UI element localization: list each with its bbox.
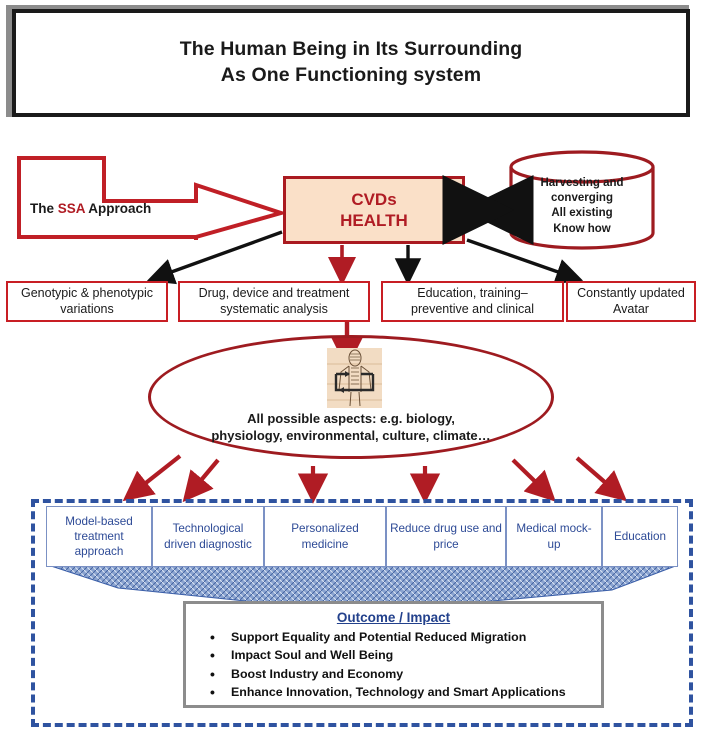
pillar-box-education: Education, training– preventive and clin…	[381, 281, 564, 322]
pillar-box-genotypic: Genotypic & phenotypic variations	[6, 281, 168, 322]
cylinder-line-3: All existing	[551, 207, 613, 220]
ssa-label-prefix: The	[30, 201, 58, 216]
outcome-impact-title: Outcome / Impact	[336, 610, 451, 625]
outcomes-container	[31, 499, 693, 727]
cylinder-line-2: converging	[551, 192, 613, 205]
arrow-ellipse-to-output-5	[511, 458, 556, 502]
pillar-box-drug: Drug, device and treatment systematic an…	[178, 281, 370, 322]
aspects-caption-line-1: All possible aspects: e.g. biology,	[247, 411, 455, 426]
outcome-item: Boost Industry and Economy	[210, 664, 593, 685]
cylinder-shape	[509, 150, 655, 250]
output-box-technological: Technological driven diagnostic	[152, 506, 264, 567]
ssa-label-suffix: Approach	[85, 201, 152, 216]
pillar-box-avatar: Constantly updated Avatar	[566, 281, 696, 322]
arrow-ellipse-to-output-6	[575, 456, 628, 502]
output-box-personalized: Personalized medicine	[264, 506, 386, 567]
outcome-impact-list: Support Equality and Potential Reduced M…	[194, 627, 593, 704]
page-title-line-2: As One Functioning system	[220, 64, 482, 86]
page-title-line-1: The Human Being in Its Surrounding	[179, 38, 523, 61]
aspects-caption-line-2: physiology, environmental, culture, clim…	[211, 428, 491, 444]
knowledge-cylinder: Harvesting and converging All existing K…	[508, 150, 656, 250]
outcome-item: Impact Soul and Well Being	[210, 645, 593, 666]
human-figure-svg	[327, 348, 382, 408]
human-figure-sketch-icon	[327, 348, 382, 408]
cylinder-line-4: Know how	[553, 222, 611, 235]
output-box-reduce-drug: Reduce drug use and price	[386, 506, 506, 567]
title-banner: The Human Being in Its Surrounding As On…	[12, 9, 690, 117]
arrow-ellipse-to-output-2	[182, 458, 220, 503]
output-box-education: Education	[602, 506, 678, 567]
page-title: The Human Being in Its Surrounding As On…	[180, 37, 522, 89]
ssa-approach-arrow: The SSA Approach	[16, 155, 288, 253]
arrow-ellipse-to-output-1	[122, 454, 182, 502]
aspects-caption: All possible aspects: e.g. biology, phys…	[154, 410, 548, 445]
cvds-label-line-2: HEALTH	[340, 211, 408, 230]
outcome-item: Enhance Innovation, Technology and Smart…	[210, 682, 593, 703]
ssa-approach-label: The SSA Approach	[30, 201, 151, 216]
ssa-arrow-shape	[17, 156, 288, 253]
cylinder-text: Harvesting and converging All existing K…	[508, 176, 656, 237]
cylinder-line-1: Harvesting and	[540, 177, 624, 189]
aspects-ellipse	[148, 335, 554, 459]
ssa-label-accent: SSA	[57, 201, 86, 216]
outcome-item: Support Equality and Potential Reduced M…	[210, 627, 593, 648]
outcome-impact-box: Outcome / Impact Support Equality and Po…	[183, 601, 604, 708]
output-box-medical-mockup: Medical mock-up	[506, 506, 602, 567]
cvds-health-node: CVDs HEALTH	[283, 176, 465, 244]
output-box-model-based: Model-based treatment approach	[46, 506, 152, 567]
cvds-label-line-1: CVDs	[351, 189, 397, 209]
